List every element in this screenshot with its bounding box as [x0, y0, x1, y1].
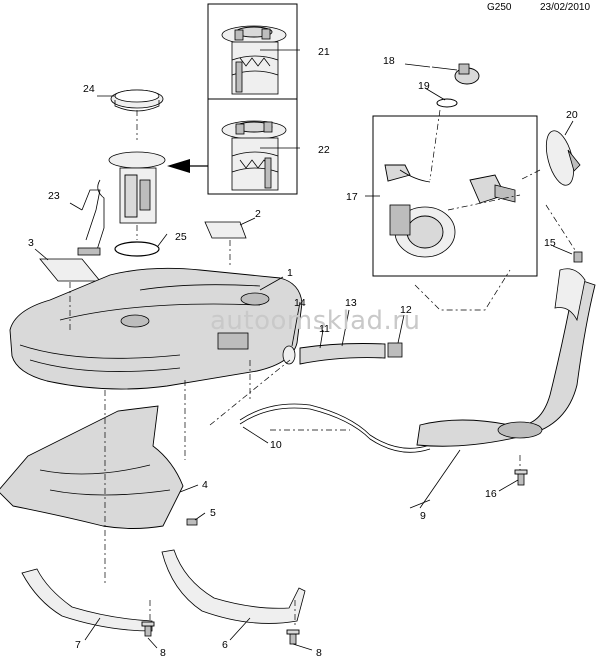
pad-2 — [204, 221, 247, 239]
pad-3 — [39, 258, 101, 282]
callout-3: 3 — [28, 237, 34, 249]
fuel-tank-1 — [9, 267, 303, 390]
hose-14 — [282, 345, 296, 365]
callout-24: 24 — [83, 83, 95, 95]
callout-15: 15 — [544, 237, 556, 249]
callout-9: 9 — [420, 510, 426, 522]
fuel-door-20 — [545, 130, 581, 186]
callout-25: 25 — [175, 231, 187, 243]
bolt-5 — [186, 518, 198, 526]
callout-19: 19 — [418, 80, 430, 92]
callout-23: 23 — [48, 190, 60, 202]
callout-18: 18 — [383, 55, 395, 67]
fuel-sender-22 — [221, 120, 287, 191]
bolt-8-right — [286, 629, 300, 645]
seal-19 — [436, 98, 458, 108]
pipe-11 — [299, 343, 386, 365]
pointer-arrow — [167, 159, 190, 173]
filler-cap-18 — [431, 63, 480, 85]
filler-neck-9 — [416, 268, 596, 447]
callout-10: 10 — [270, 439, 282, 451]
heat-shield-4 — [0, 405, 184, 529]
callout-21: 21 — [318, 46, 330, 58]
lock-ring-24 — [110, 89, 164, 112]
strap-6 — [161, 549, 306, 624]
level-sensor-23 — [77, 189, 101, 256]
strap-7 — [21, 568, 153, 632]
callout-22: 22 — [318, 144, 330, 156]
callout-11: 11 — [319, 323, 330, 335]
callout-12: 12 — [400, 304, 412, 316]
vent-line-10 — [239, 403, 431, 449]
bracket-15 — [573, 251, 583, 263]
diagram-date: 23/02/2010 — [540, 2, 591, 13]
callout-16: 16 — [485, 488, 497, 500]
fuel-sender-21 — [221, 25, 287, 95]
callout-8-right: 8 — [316, 647, 322, 659]
diagram-code: G250 — [487, 2, 512, 13]
callout-7: 7 — [75, 639, 81, 651]
callout-6: 6 — [222, 639, 228, 651]
seal-25 — [114, 241, 160, 257]
callout-2: 2 — [255, 208, 261, 220]
callout-14: 14 — [294, 297, 306, 309]
callout-1: 1 — [287, 267, 293, 279]
bolt-16 — [514, 469, 528, 486]
callout-17: 17 — [346, 191, 358, 203]
callout-8-left: 8 — [160, 647, 166, 659]
cap-12 — [387, 342, 403, 358]
callout-13: 13 — [345, 297, 357, 309]
callout-4: 4 — [202, 479, 208, 491]
callout-5: 5 — [210, 507, 216, 519]
bolt-8-left — [141, 621, 155, 637]
fuel-pump-module — [95, 151, 166, 254]
watermark: autoomsklad.ru — [210, 306, 420, 336]
filler-housing-17 — [384, 164, 516, 258]
callout-20: 20 — [566, 109, 578, 121]
